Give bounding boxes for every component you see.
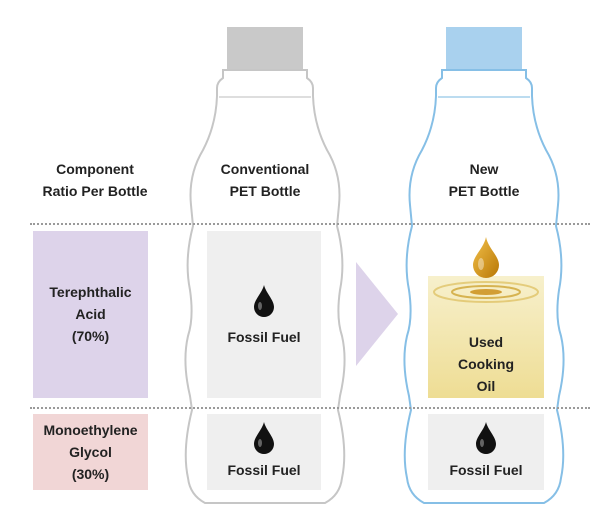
- conventional-fossil-fuel-box-top: Fossil Fuel: [207, 231, 321, 398]
- separator-middle: [30, 407, 590, 409]
- conventional-fossil-fuel-box-bottom: Fossil Fuel: [207, 414, 321, 490]
- transition-arrow-icon: [356, 262, 398, 366]
- separator-top: [30, 223, 590, 225]
- new-bottle-cap: [446, 27, 522, 69]
- component-ratio-header: Component Ratio Per Bottle: [42, 161, 148, 199]
- new-bottle-body: [403, 69, 565, 504]
- oil-drop-icon: [476, 422, 496, 454]
- new-fossil-fuel-box: Fossil Fuel: [428, 414, 544, 490]
- conventional-bottle-body: [184, 69, 346, 504]
- cooking-oil-drop-icon: [473, 237, 499, 278]
- oil-drop-icon: [254, 422, 274, 454]
- oil-drop-icon: [254, 285, 274, 317]
- new-bottle-header: New PET Bottle: [448, 161, 520, 199]
- conventional-bottle-cap: [227, 27, 303, 69]
- oil-ripple-icon: [433, 281, 539, 303]
- conventional-bottle-header: Conventional PET Bottle: [220, 161, 310, 199]
- used-cooking-oil-box: Used Cooking Oil: [428, 276, 544, 398]
- terephthalic-acid-row-label: Terephthalic Acid (70%): [33, 231, 148, 398]
- monoethylene-glycol-row-label: Monoethylene Glycol (30%): [33, 414, 148, 490]
